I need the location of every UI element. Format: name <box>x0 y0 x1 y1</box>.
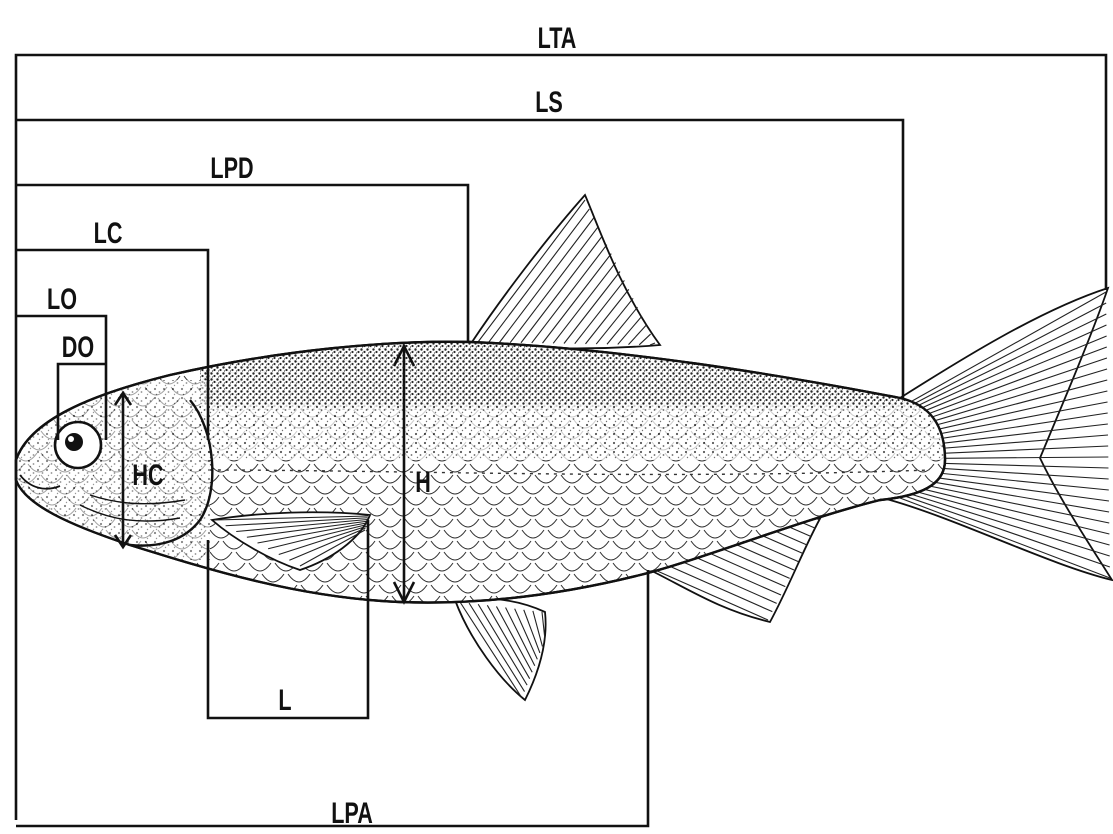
label-h: H <box>415 464 431 498</box>
pelvic-fin <box>455 598 546 700</box>
label-lpa: LPA <box>331 795 373 829</box>
bracket-lpa <box>16 570 648 826</box>
label-lpd: LPD <box>210 150 253 184</box>
label-lc: LC <box>94 215 123 249</box>
label-do: DO <box>62 329 94 363</box>
label-ls: LS <box>535 84 563 118</box>
dorsal-fin <box>472 195 660 348</box>
bracket-lpd <box>16 185 468 342</box>
label-l: L <box>278 682 291 716</box>
label-hc: HC <box>132 457 163 491</box>
label-lo: LO <box>47 281 77 315</box>
label-lta: LTA <box>538 20 577 54</box>
eye <box>55 422 101 468</box>
